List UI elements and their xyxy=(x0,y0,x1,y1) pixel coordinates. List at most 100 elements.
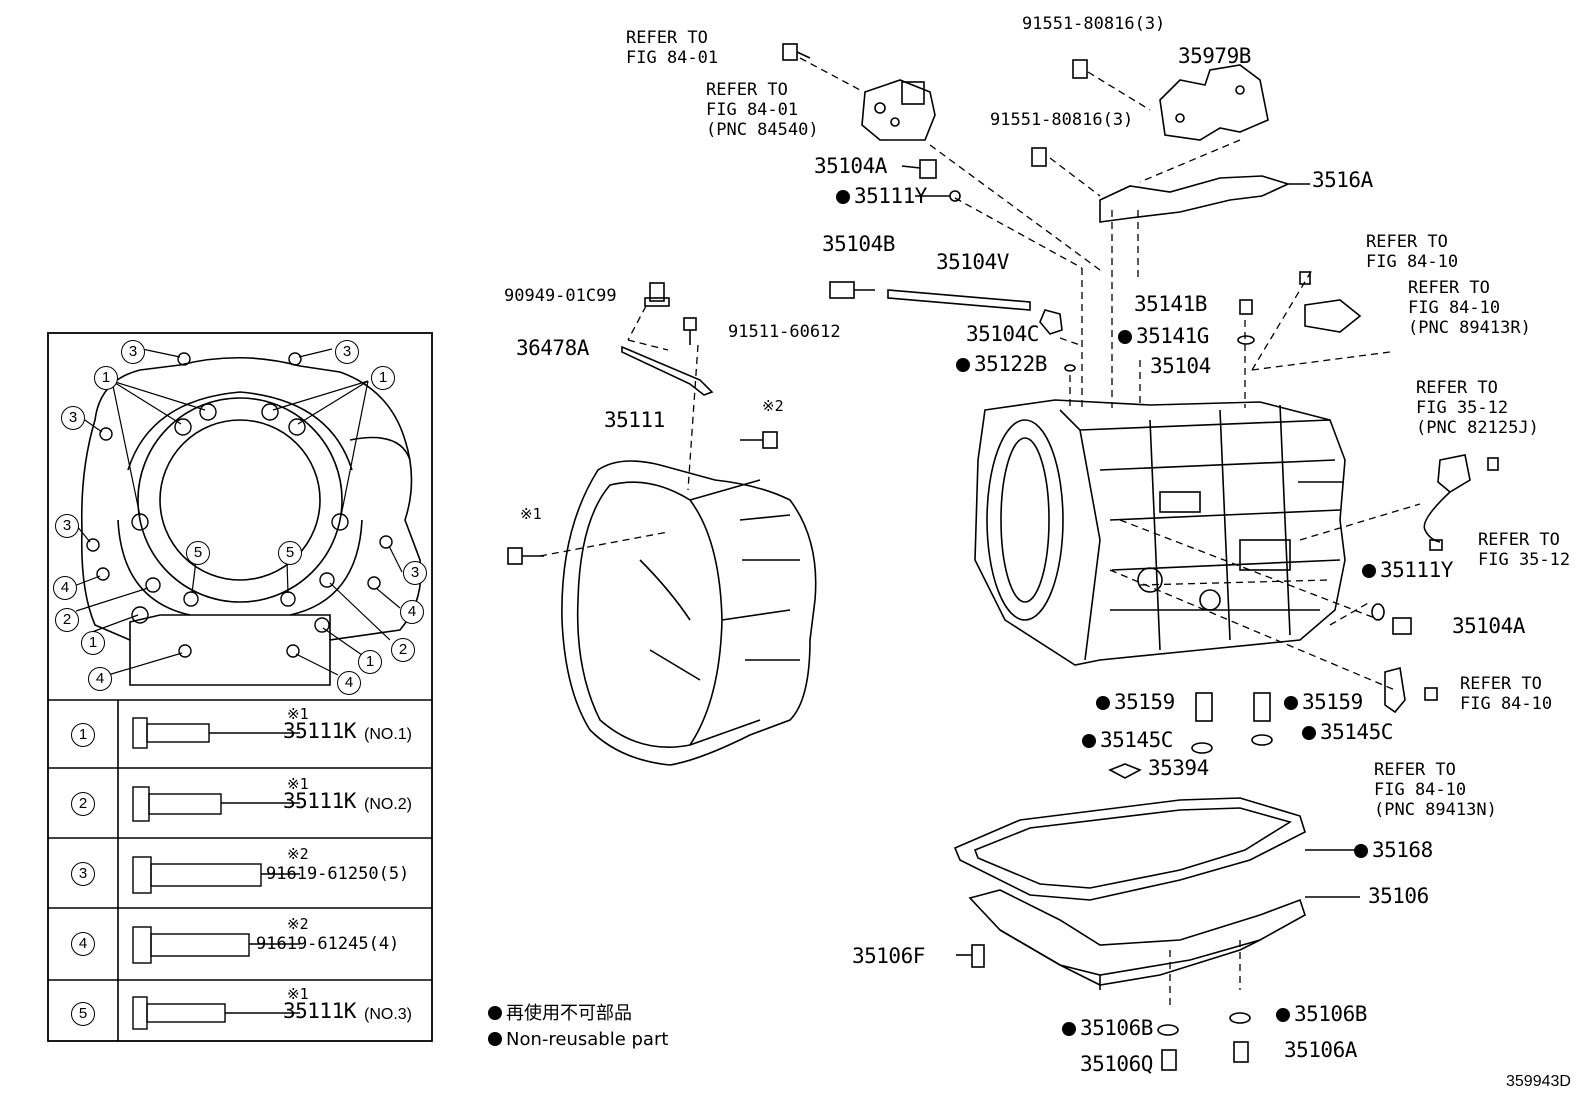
part-label: 35106A xyxy=(1284,1038,1357,1062)
callout-number-2: 2 xyxy=(391,638,415,662)
part-label: 35104A xyxy=(814,154,887,178)
nonreusable-dot-icon xyxy=(1284,696,1298,710)
bolt-part-label: 35111K xyxy=(283,719,356,743)
part-label-nonreusable: 35111Y xyxy=(1362,558,1453,582)
refer-line: FIG 35-12 xyxy=(1478,550,1571,570)
part-label-nonreusable: 35145C xyxy=(1082,728,1173,752)
callout-number-4: 4 xyxy=(337,671,361,695)
bolt-note-mark: ※1 xyxy=(287,705,309,723)
refer-callout-35-12-b: REFER TO FIG 35-12 xyxy=(1478,530,1570,570)
nonreusable-dot-icon xyxy=(1118,330,1132,344)
refer-callout-84-10-c: REFER TO FIG 84-10 xyxy=(1460,674,1552,714)
part-label: 35104C xyxy=(966,322,1039,346)
part-label-nonreusable: 35122B xyxy=(956,352,1047,376)
callout-number-3: 3 xyxy=(403,561,427,585)
callout-number-1: 1 xyxy=(358,650,382,674)
part-label-nonreusable: 35168 xyxy=(1354,838,1433,862)
part-number: 35111Y xyxy=(854,184,927,208)
part-label-nonreusable: 35145C xyxy=(1302,720,1393,744)
part-label-nonreusable: 35111Y xyxy=(836,184,927,208)
legend-english: Non-reusable part xyxy=(488,1030,668,1050)
bolt-part-label: 91619-61250(5) xyxy=(266,864,410,884)
refer-callout-84-01-a: REFER TO FIG 84-01 xyxy=(626,28,718,68)
part-number: 35111Y xyxy=(1380,558,1453,582)
part-number: 35141G xyxy=(1136,324,1209,348)
refer-line: REFER TO xyxy=(1478,530,1560,550)
legend-japanese: 再使用不可部品 xyxy=(488,1004,632,1024)
refer-line: FIG 84-10 xyxy=(1408,298,1501,318)
nonreusable-dot-icon xyxy=(488,1032,502,1046)
part-number: 35106B xyxy=(1080,1016,1153,1040)
bolt-note-mark: ※1 xyxy=(287,985,309,1003)
refer-line: FIG 35-12 xyxy=(1416,398,1509,418)
part-label: 91511-60612 xyxy=(728,322,841,342)
bolt-part-note: (NO.1) xyxy=(364,726,412,743)
bolt-row-number: 5 xyxy=(71,1002,95,1026)
part-number: 35145C xyxy=(1320,720,1393,744)
refer-line: REFER TO xyxy=(1460,674,1542,694)
refer-line: REFER TO xyxy=(1408,278,1490,298)
part-label-nonreusable: 35159 xyxy=(1096,690,1175,714)
diagram-code: 359943D xyxy=(1506,1073,1571,1090)
nonreusable-dot-icon xyxy=(488,1006,502,1020)
nonreusable-dot-icon xyxy=(1362,564,1376,578)
refer-callout-84-01-b: REFER TO FIG 84-01 (PNC 84540) xyxy=(706,80,819,140)
nonreusable-dot-icon xyxy=(836,190,850,204)
refer-line: REFER TO xyxy=(1366,232,1448,252)
refer-line: (PNC 84540) xyxy=(706,120,819,140)
part-number: 35122B xyxy=(974,352,1047,376)
bolt-row-number: 3 xyxy=(71,862,95,886)
bolt-part-label: 35111K xyxy=(283,789,356,813)
part-number: 35159 xyxy=(1114,690,1175,714)
refer-line: FIG 84-10 xyxy=(1460,694,1553,714)
callout-number-4: 4 xyxy=(53,576,77,600)
transmission-case-outline xyxy=(974,399,1346,666)
refer-callout-84-10-d: REFER TO FIG 84-10 (PNC 89413N) xyxy=(1374,760,1497,820)
nonreusable-dot-icon xyxy=(1354,844,1368,858)
refer-callout-84-10-a: REFER TO FIG 84-10 xyxy=(1366,232,1458,272)
bolt-part-label: 91619-61245(4) xyxy=(256,934,400,954)
part-number: 35106B xyxy=(1294,1002,1367,1026)
refer-line: FIG 84-10 xyxy=(1366,252,1459,272)
callout-number-4: 4 xyxy=(400,600,424,624)
bolt-row-number: 2 xyxy=(71,792,95,816)
callout-number-5: 5 xyxy=(186,541,210,565)
part-label-nonreusable: 35159 xyxy=(1284,690,1363,714)
part-label: 35106 xyxy=(1368,884,1429,908)
refer-line: (PNC 89413R) xyxy=(1408,318,1531,338)
callout-number-1: 1 xyxy=(81,631,105,655)
part-label: 35111 xyxy=(604,408,665,432)
callout-number-1: 1 xyxy=(371,366,395,390)
refer-line: (PNC 89413N) xyxy=(1374,800,1497,820)
part-label: 36478A xyxy=(516,336,589,360)
part-label: 90949-01C99 xyxy=(504,286,617,306)
legend-text: Non-reusable part xyxy=(506,1029,669,1050)
part-label-nonreusable: 35141G xyxy=(1118,324,1209,348)
part-label: 91551-80816(3) xyxy=(990,110,1134,130)
part-label: 35394 xyxy=(1148,756,1209,780)
part-label: 35104V xyxy=(936,250,1009,274)
part-label: 3516A xyxy=(1312,168,1373,192)
refer-callout-84-10-b: REFER TO FIG 84-10 (PNC 89413R) xyxy=(1408,278,1531,338)
part-number: 35168 xyxy=(1372,838,1433,862)
part-label: 35104B xyxy=(822,232,895,256)
part-label: 35106Q xyxy=(1080,1052,1153,1076)
bolt-part-note: (NO.2) xyxy=(364,796,412,813)
legend-text: 再使用不可部品 xyxy=(506,1003,632,1024)
part-label-nonreusable: 35106B xyxy=(1276,1002,1367,1026)
part-label: 91551-80816(3) xyxy=(1022,14,1166,34)
part-number: 35145C xyxy=(1100,728,1173,752)
part-number: 35159 xyxy=(1302,690,1363,714)
part-label: 35106F xyxy=(852,944,925,968)
part-label: 35104A xyxy=(1452,614,1525,638)
callout-number-5: 5 xyxy=(278,541,302,565)
refer-line: REFER TO xyxy=(626,28,708,48)
callout-number-1: 1 xyxy=(94,366,118,390)
note-mark-2: ※2 xyxy=(762,397,784,415)
refer-line: FIG 84-01 xyxy=(706,100,799,120)
callout-number-2: 2 xyxy=(55,608,79,632)
nonreusable-dot-icon xyxy=(1096,696,1110,710)
callout-number-3: 3 xyxy=(61,406,85,430)
